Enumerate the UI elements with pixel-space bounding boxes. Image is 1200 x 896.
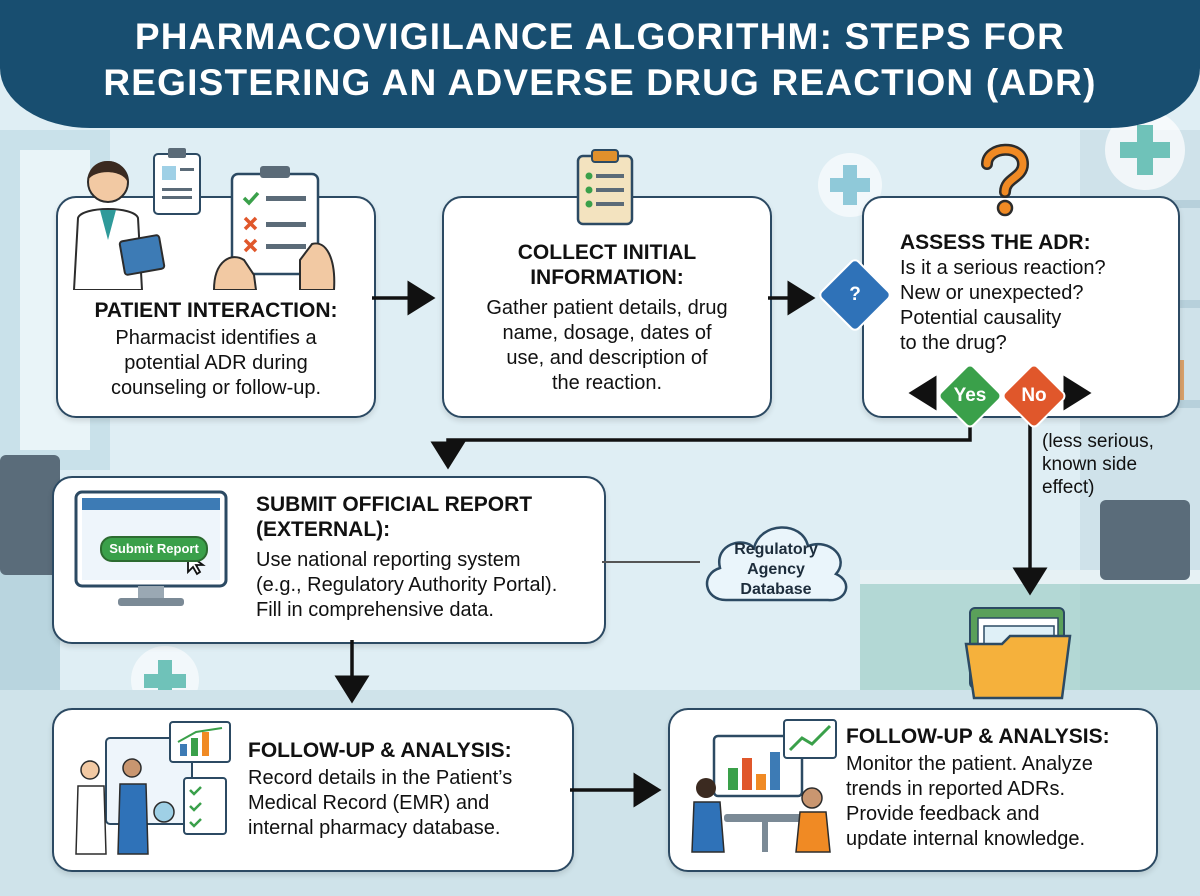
step-heading-line: INFORMATION: xyxy=(530,266,684,289)
title-line-2: REGISTERING AN ADVERSE DRUG REACTION (AD… xyxy=(103,62,1097,103)
title-line-1: PHARMACOVIGILANCE ALGORITHM: STEPS FOR xyxy=(134,16,1066,57)
cloud-label-line: Database xyxy=(740,581,812,598)
note-line: known side xyxy=(1042,454,1138,475)
step-heading-line: (EXTERNAL): xyxy=(256,518,391,541)
step-heading: FOLLOW-UP & ANALYSIS: xyxy=(846,725,1110,748)
no-label: No xyxy=(1021,385,1047,406)
step-body-line: trends in reported ADRs. xyxy=(846,778,1065,800)
yes-label: Yes xyxy=(953,385,987,406)
cloud-icon xyxy=(705,526,848,602)
step-body-line: to the drug? xyxy=(900,332,1007,354)
step-heading: ASSESS THE ADR: xyxy=(900,231,1091,254)
step-body-line: Provide feedback and xyxy=(846,803,1040,825)
step-body-line: Potential causality xyxy=(900,307,1062,329)
step-body-line: counseling or follow-up. xyxy=(110,377,322,399)
clipboard-checklist-icon xyxy=(576,149,634,226)
team-analysis-illustration xyxy=(75,721,231,855)
step-body-line: update internal knowledge. xyxy=(846,828,1086,850)
step-body: Gather patient details, drug name, dosag… xyxy=(444,296,770,396)
step-heading: FOLLOW-UP & ANALYSIS: xyxy=(248,739,512,762)
step-heading: PATIENT INTERACTION: xyxy=(94,299,338,322)
step-body-line: potential ADR during xyxy=(124,352,308,374)
step-body-line: Monitor the patient. Analyze xyxy=(846,753,1093,775)
step-heading-line: SUBMIT OFFICIAL REPORT xyxy=(256,493,533,516)
folder-icon xyxy=(964,607,1072,700)
no-branch-note: (less serious, known side effect) xyxy=(1042,430,1154,499)
step-body-line: Is it a serious reaction? xyxy=(900,257,1106,279)
question-mark-icon xyxy=(981,143,1030,217)
note-line: effect) xyxy=(1042,477,1095,498)
step-body-line: Fill in comprehensive data. xyxy=(256,599,494,621)
step-body-line: the reaction. xyxy=(551,372,663,394)
step-collect-information: COLLECT INITIAL INFORMATION: Gather pati… xyxy=(442,196,772,418)
cloud-label-line: Regulatory xyxy=(734,541,818,558)
step-body-line: Record details in the Patient’s xyxy=(248,767,513,789)
meeting-illustration xyxy=(691,719,837,853)
step-body: Monitor the patient. Analyze trends in r… xyxy=(846,752,1151,852)
note-line: (less serious, xyxy=(1042,431,1154,452)
step-body-line: internal pharmacy database. xyxy=(248,817,501,839)
cloud-label: Regulatory Agency Database xyxy=(718,540,834,600)
cloud-label-line: Agency xyxy=(747,561,805,578)
step-body-line: (e.g., Regulatory Authority Portal). xyxy=(256,574,558,596)
step-body-line: Pharmacist identifies a xyxy=(115,327,317,349)
step-body: Record details in the Patient’s Medical … xyxy=(248,766,568,841)
step-body-line: name, dosage, dates of xyxy=(502,322,712,344)
submit-report-button[interactable]: Submit Report xyxy=(100,536,208,562)
step-body-line: New or unexpected? xyxy=(900,282,1084,304)
step-heading: SUBMIT OFFICIAL REPORT (EXTERNAL): xyxy=(256,492,532,542)
step-body-line: Use national reporting system xyxy=(256,549,521,571)
step-heading-line: COLLECT INITIAL xyxy=(517,241,697,264)
step-body-line: Gather patient details, drug xyxy=(486,297,728,319)
question-mark-glyph: ? xyxy=(849,284,861,305)
step-body: Use national reporting system (e.g., Reg… xyxy=(256,548,601,623)
step-body-line: Medical Record (EMR) and xyxy=(248,792,490,814)
step-body: Pharmacist identifies a potential ADR du… xyxy=(58,326,374,401)
submit-report-label: Submit Report xyxy=(109,541,199,556)
pharmacist-illustration xyxy=(72,148,336,290)
step-body-line: use, and description of xyxy=(506,347,708,369)
step-body: Is it a serious reaction? New or unexpec… xyxy=(900,256,1170,356)
title-banner: PHARMACOVIGILANCE ALGORITHM: STEPS FOR R… xyxy=(0,0,1200,128)
step-heading: COLLECT INITIAL INFORMATION: xyxy=(444,240,770,290)
